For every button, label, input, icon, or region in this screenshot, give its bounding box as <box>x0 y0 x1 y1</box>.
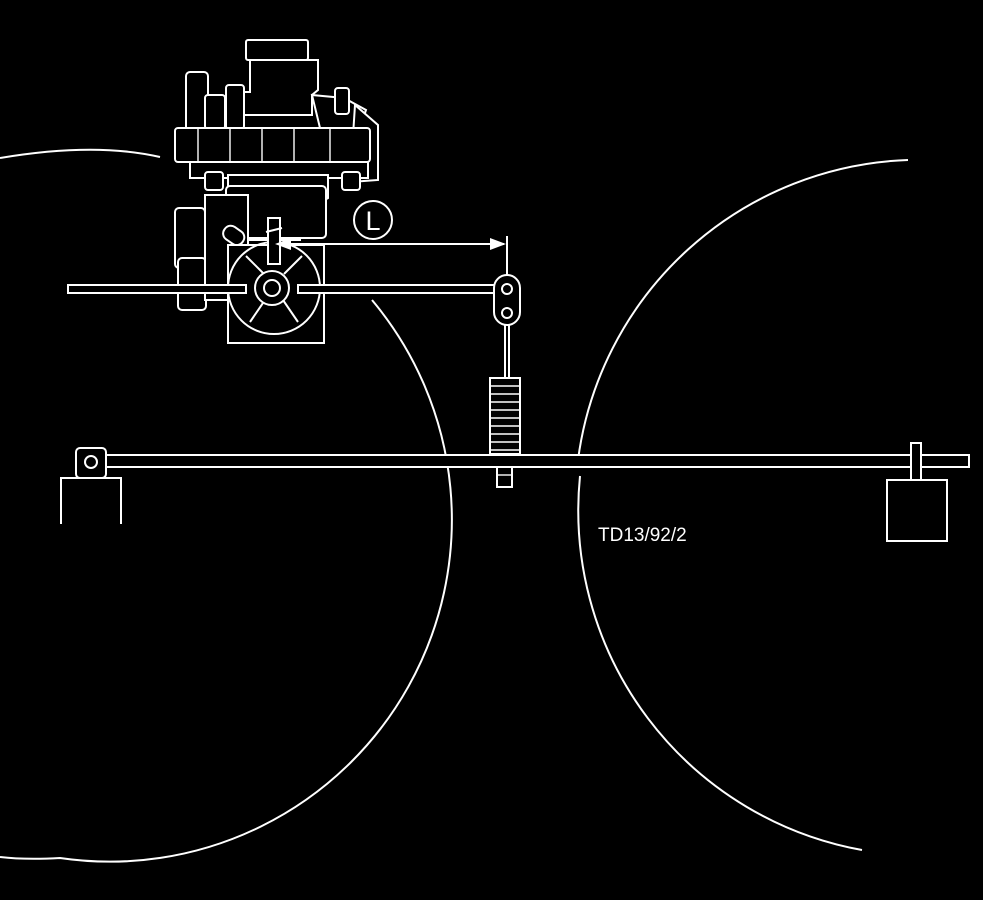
figure-reference-code: TD13/92/2 <box>598 525 687 546</box>
dimension-l: L <box>275 200 508 275</box>
load-sensing-valve <box>174 39 379 344</box>
axle-beam <box>91 454 970 468</box>
dimension-label: L <box>365 206 380 236</box>
left-wheel <box>0 148 453 863</box>
link-rod-assembly <box>489 320 521 488</box>
valve-lever <box>67 274 521 326</box>
left-axle-support <box>60 447 122 524</box>
axle-assembly <box>60 442 970 542</box>
right-wheel <box>577 159 909 851</box>
dimension-label-circle <box>353 200 393 240</box>
link-bolt <box>496 466 513 488</box>
right-axle-support <box>886 442 948 542</box>
